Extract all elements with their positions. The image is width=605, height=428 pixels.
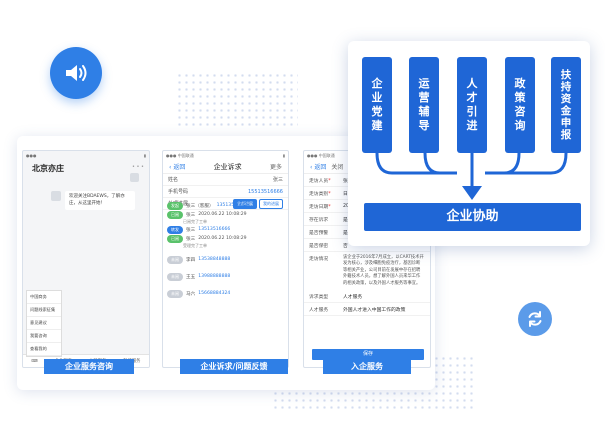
box-talent: 人才引进 <box>457 57 487 153</box>
welcome-message: 欢迎关注BDAEWS，了解亦庄，从这里开始！ <box>65 191 135 210</box>
enterprise-assistance-bar: 企业协助 <box>364 203 581 231</box>
menu-item[interactable]: 查看我的 <box>27 343 61 356</box>
keyboard-icon[interactable]: ⌨ <box>31 358 38 364</box>
form-row[interactable]: 诉求类型人才服务 <box>304 290 430 304</box>
speaker-icon[interactable] <box>50 47 102 99</box>
visit-description[interactable]: 该企业于2016年7月成立，以CART技术开发为核心，涉及细胞免疫治疗，基因诊断… <box>343 255 424 286</box>
tab-my-progress[interactable]: 我的进展 <box>259 198 283 209</box>
box-policy: 政策咨询 <box>505 57 535 153</box>
more-icon[interactable]: • • • <box>131 164 144 170</box>
dot-pattern-top <box>176 72 298 128</box>
status-bar: ●●●▮ <box>26 153 146 158</box>
form-row[interactable]: 是否保密否 <box>304 239 430 252</box>
name-row: 姓名张三 <box>163 174 288 186</box>
popup-menu: 中国商务 问题线索征集 意见建议 我要咨询 查看我的 <box>26 290 62 357</box>
box-funding: 扶持资金申报 <box>551 57 581 153</box>
form-row[interactable]: 人才服务外国人才进入中国工作的政策 <box>304 303 430 317</box>
caption-consult: 企业服务咨询 <box>44 359 134 374</box>
tab-all-progress[interactable]: 全部进展 <box>233 198 257 209</box>
menu-item[interactable]: 中国商务 <box>27 291 61 304</box>
chat-title: 北京亦庄 <box>32 164 64 173</box>
more-button[interactable]: 更多 <box>269 164 282 171</box>
save-button[interactable]: 保存 <box>312 349 424 360</box>
avatar <box>130 173 139 182</box>
refresh-icon[interactable] <box>518 302 552 336</box>
description-block: 走访情况 该企业于2016年7月成立，以CART技术开发为核心，涉及细胞免疫治疗… <box>304 252 430 287</box>
box-operations: 运营辅导 <box>409 57 439 153</box>
back-button[interactable]: ‹ 返回 <box>169 164 186 171</box>
menu-item[interactable]: 问题线索征集 <box>27 304 61 317</box>
status-bar: ●●● 中国联通▮ <box>166 153 285 158</box>
back-button[interactable]: ‹ 返回 <box>310 164 327 171</box>
close-button[interactable]: 关闭 <box>331 164 344 171</box>
caption-visit: 入企服务 <box>323 359 411 374</box>
nav-bar: ‹ 返回 企业诉求 更多 <box>163 160 288 174</box>
menu-item[interactable]: 意见建议 <box>27 317 61 330</box>
menu-item[interactable]: 我要咨询 <box>27 330 61 343</box>
connector-arrow <box>375 152 568 200</box>
box-party-building: 企业党建 <box>362 57 392 153</box>
page-title: 企业诉求 <box>213 162 242 171</box>
phone-consult: ●●●▮ 北京亦庄 • • • 欢迎关注BDAEWS，了解亦庄，从这里开始！ ⌨… <box>22 150 150 368</box>
avatar <box>51 191 61 201</box>
caption-appeal: 企业诉求/问题反馈 <box>180 359 288 374</box>
